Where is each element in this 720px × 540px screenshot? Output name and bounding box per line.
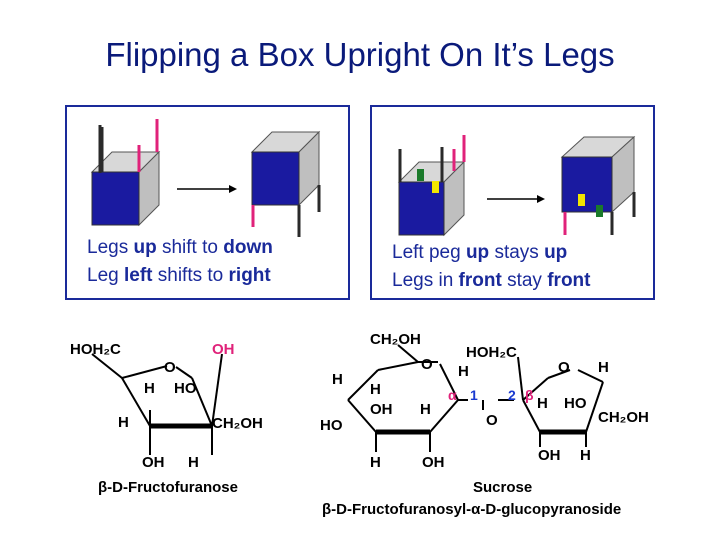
fru-ch2oh: CH₂OH	[212, 415, 263, 432]
suc-name: Sucrose	[473, 479, 532, 496]
fructofuranose-structure: HOH₂C OH O H HO H CH₂OH OH H β-D-Fructof…	[62, 330, 277, 510]
fru-hoh2c: HOH₂C	[70, 341, 121, 358]
fru-ho-inner: HO	[174, 380, 197, 397]
left-caption-line2: Leg left shifts to right	[87, 265, 271, 286]
fru-ring-o: O	[164, 359, 176, 376]
right-box-panel: Left peg up stays up Legs in front stay …	[370, 105, 655, 300]
suc-h-r1: H	[537, 395, 548, 412]
suc-h-b: H	[370, 381, 381, 398]
box-legs-up	[90, 119, 161, 227]
right-box-illustration	[397, 135, 636, 237]
fru-h-far-left: H	[118, 414, 129, 431]
fru-h-left: H	[144, 380, 155, 397]
suc-one: 1	[470, 387, 478, 403]
right-caption-line1: Left peg up stays up	[392, 242, 568, 263]
suc-ring-o-left: O	[421, 356, 433, 373]
suc-oh-r-bottom: OH	[538, 447, 561, 464]
left-box-panel: Legs up shift to down Leg left shifts to…	[65, 105, 350, 300]
left-box-illustration	[90, 119, 321, 237]
fru-h-bottom: H	[188, 454, 199, 471]
suc-hoh2c: HOH₂C	[466, 344, 517, 361]
suc-beta: β	[525, 387, 534, 403]
suc-h-bottom: H	[370, 454, 381, 471]
suc-ch2oh-top: CH₂OH	[370, 331, 421, 348]
fru-caption: β-D-Fructofuranose	[98, 479, 238, 496]
suc-ch2oh-right: CH₂OH	[598, 409, 649, 426]
suc-ho-left: HO	[320, 417, 343, 434]
suc-h-r-bottom: H	[580, 447, 591, 464]
suc-ring-o-right: O	[558, 359, 570, 376]
fru-oh-top: OH	[212, 341, 235, 358]
box-pegs-down	[560, 135, 636, 235]
right-caption-line2: Legs in front stay front	[392, 270, 591, 291]
slide-title: Flipping a Box Upright On It’s Legs	[105, 36, 615, 73]
suc-link-o: O	[486, 412, 498, 429]
left-caption-line1: Legs up shift to down	[87, 237, 273, 258]
suc-ho-r: HO	[564, 395, 587, 412]
sucrose-structure: CH₂OH O H H H OH H HO H OH α 1 2 β O HOH…	[320, 331, 649, 518]
suc-oh-inner: OH	[370, 401, 393, 418]
fru-oh-bottom: OH	[142, 454, 165, 471]
suc-h-top-right: H	[598, 359, 609, 376]
suc-two: 2	[508, 387, 516, 403]
suc-h-a: H	[332, 371, 343, 388]
suc-full-name: β-D-Fructofuranosyl-α-D-glucopyranoside	[322, 501, 621, 518]
suc-oh-bottom: OH	[422, 454, 445, 471]
suc-alpha: α	[448, 387, 457, 403]
box-pegs-up	[397, 135, 466, 237]
suc-h-d: H	[420, 401, 431, 418]
suc-h-c: H	[458, 363, 469, 380]
box-legs-down	[250, 130, 321, 237]
